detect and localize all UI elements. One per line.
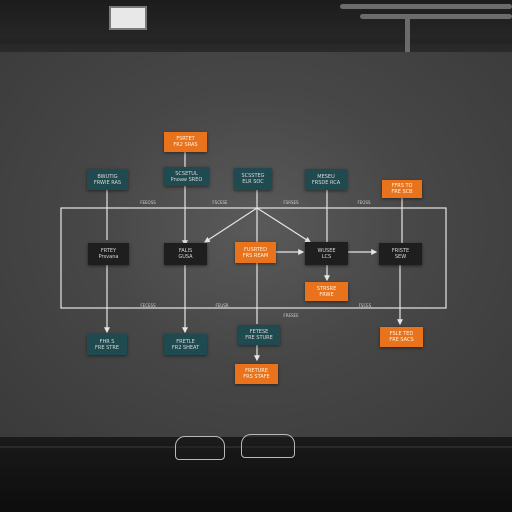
node-label: FHR S — [99, 338, 115, 345]
node-sublabel: SEW — [394, 254, 407, 260]
node-top: FSRTET FR2 SRAS — [164, 132, 207, 152]
edge-label: FSCES — [358, 303, 372, 308]
node-label: FUSRTED — [244, 246, 267, 253]
node-m3: FUSRTED FRS REAM — [235, 242, 276, 263]
node-m1: FRTEY Prsvana — [88, 243, 129, 265]
node-m4: WUSEE LCS — [305, 242, 348, 265]
node-t4: MESEU FRSDE RCA — [305, 169, 347, 190]
pipe — [340, 4, 512, 9]
node-label: FRISTE — [391, 248, 410, 254]
ceiling-light — [109, 6, 147, 30]
node-sublabel: FR2 SRAS — [173, 142, 198, 148]
node-label: STRSRE — [316, 285, 337, 292]
node-label: SCSETUL — [175, 170, 198, 177]
node-b2: FRETLE FR2 SHEAT — [164, 334, 207, 355]
node-label: SCSSTEG — [241, 173, 265, 179]
floor — [0, 437, 512, 512]
node-label: BWUTIG — [97, 173, 118, 180]
floor-line — [0, 446, 512, 448]
edge-label: FSCESE — [212, 200, 228, 205]
node-label: FETESE — [249, 329, 269, 335]
node-label: FALIS — [178, 248, 193, 254]
node-label: FSRTET — [176, 136, 195, 142]
shoe — [241, 434, 295, 458]
node-sublabel: Prsvana — [98, 254, 119, 260]
node-sublabel: FRE STRE — [95, 344, 119, 351]
node-label: FSLE TED — [389, 331, 414, 337]
node-t3: SCSSTEG ELR SOC — [234, 168, 272, 190]
edge-label: FRESEE — [283, 313, 299, 318]
node-sublabel: FRE SACS — [389, 337, 414, 343]
node-t5: FFRS TO FRE SCB — [382, 180, 422, 198]
node-label: WUSEE — [317, 247, 336, 254]
node-label: MESEU — [317, 173, 335, 180]
node-b5: FSLE TED FRE SACS — [380, 327, 423, 347]
edge — [203, 207, 258, 243]
edge-label: FSRSES — [283, 200, 299, 205]
edge-label: FECESS — [140, 303, 156, 308]
edge — [256, 207, 312, 243]
node-sublabel: ELR SOC — [242, 179, 264, 185]
node-label: FFRS TO — [391, 183, 413, 189]
node-b3: FETESE FRE STURE — [238, 325, 280, 345]
node-t1: BWUTIG FRWIE RAS — [87, 169, 128, 190]
edge-label: FEEOSS — [140, 200, 156, 205]
node-m2: FALIS GUSA — [164, 243, 207, 265]
pipe — [405, 14, 410, 64]
shoe — [175, 436, 225, 460]
node-label: FRETLE — [176, 338, 195, 345]
node-label: FRETURE — [245, 368, 268, 374]
node-sublabel: FRWE — [319, 291, 334, 298]
node-b1: FHR S FRE STRE — [87, 334, 127, 355]
node-sublabel: FRSDE RCA — [311, 179, 341, 186]
node-b3b: FRETURE FRS STAFE — [235, 364, 278, 384]
node-sublabel: GUSA — [178, 254, 193, 260]
node-sublabel: FRE SCB — [391, 189, 413, 195]
node-sublabel: LCS — [321, 253, 332, 260]
node-sublabel: FRWIE RAS — [93, 179, 122, 186]
node-sublabel: FRE STURE — [245, 335, 273, 341]
node-m5: FRISTE SEW — [379, 243, 422, 265]
ceiling-beam — [0, 38, 512, 44]
node-sublabel: FRS REAM — [242, 252, 269, 259]
pipe — [360, 14, 512, 19]
node-m4b: STRSRE FRWE — [305, 282, 348, 301]
node-sublabel: FR2 SHEAT — [171, 344, 200, 351]
frame-loop — [60, 207, 447, 309]
edge-label: FEUSR — [215, 303, 229, 308]
node-sublabel: FRS STAFE — [243, 374, 270, 380]
node-t2: SCSETUL Pnoaw SREO — [164, 167, 209, 186]
node-label: FRTEY — [100, 248, 117, 254]
edge-label: FEOSS — [357, 200, 371, 205]
node-sublabel: Pnoaw SREO — [170, 176, 203, 183]
